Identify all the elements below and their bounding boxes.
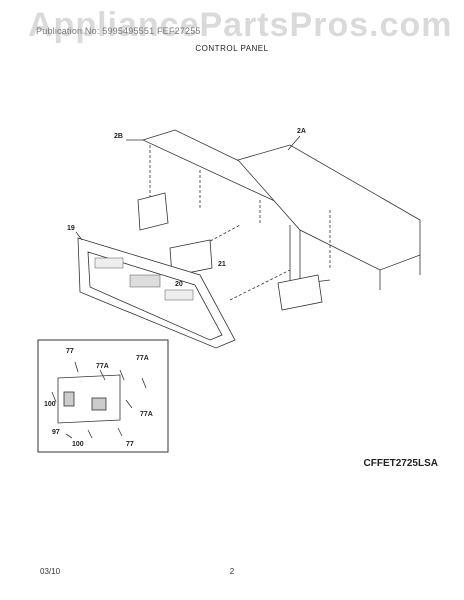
page-number: 2 <box>229 567 235 576</box>
part-label-2a: 2A <box>297 128 306 135</box>
part-label-20: 20 <box>175 281 183 288</box>
part-label-77-bottom: 77 <box>126 441 134 448</box>
part-label-77-top: 77 <box>66 348 74 355</box>
part-label-100-bottom: 100 <box>72 441 84 448</box>
part-label-2b: 2B <box>114 133 123 140</box>
part-label-77a-right: 77A <box>140 411 153 418</box>
publication-line: Publication No: 5995495551 FEF27255 <box>36 26 201 36</box>
footer-date: 03/10 <box>40 567 61 576</box>
part-label-97: 97 <box>52 429 60 436</box>
part-label-19: 19 <box>67 225 75 232</box>
part-label-21: 21 <box>218 261 226 268</box>
part-label-77a-top: 77A <box>136 355 149 362</box>
watermark: AppliancePartsPros.com <box>28 6 453 44</box>
part-label-100-left: 100 <box>44 401 56 408</box>
left-bracket <box>137 192 169 231</box>
part-label-77a-left: 77A <box>96 363 109 370</box>
model-number: CFFET2725LSA <box>363 458 438 469</box>
housing-2a <box>237 144 421 271</box>
section-title: CONTROL PANEL <box>195 44 269 53</box>
right-bracket <box>277 274 323 311</box>
